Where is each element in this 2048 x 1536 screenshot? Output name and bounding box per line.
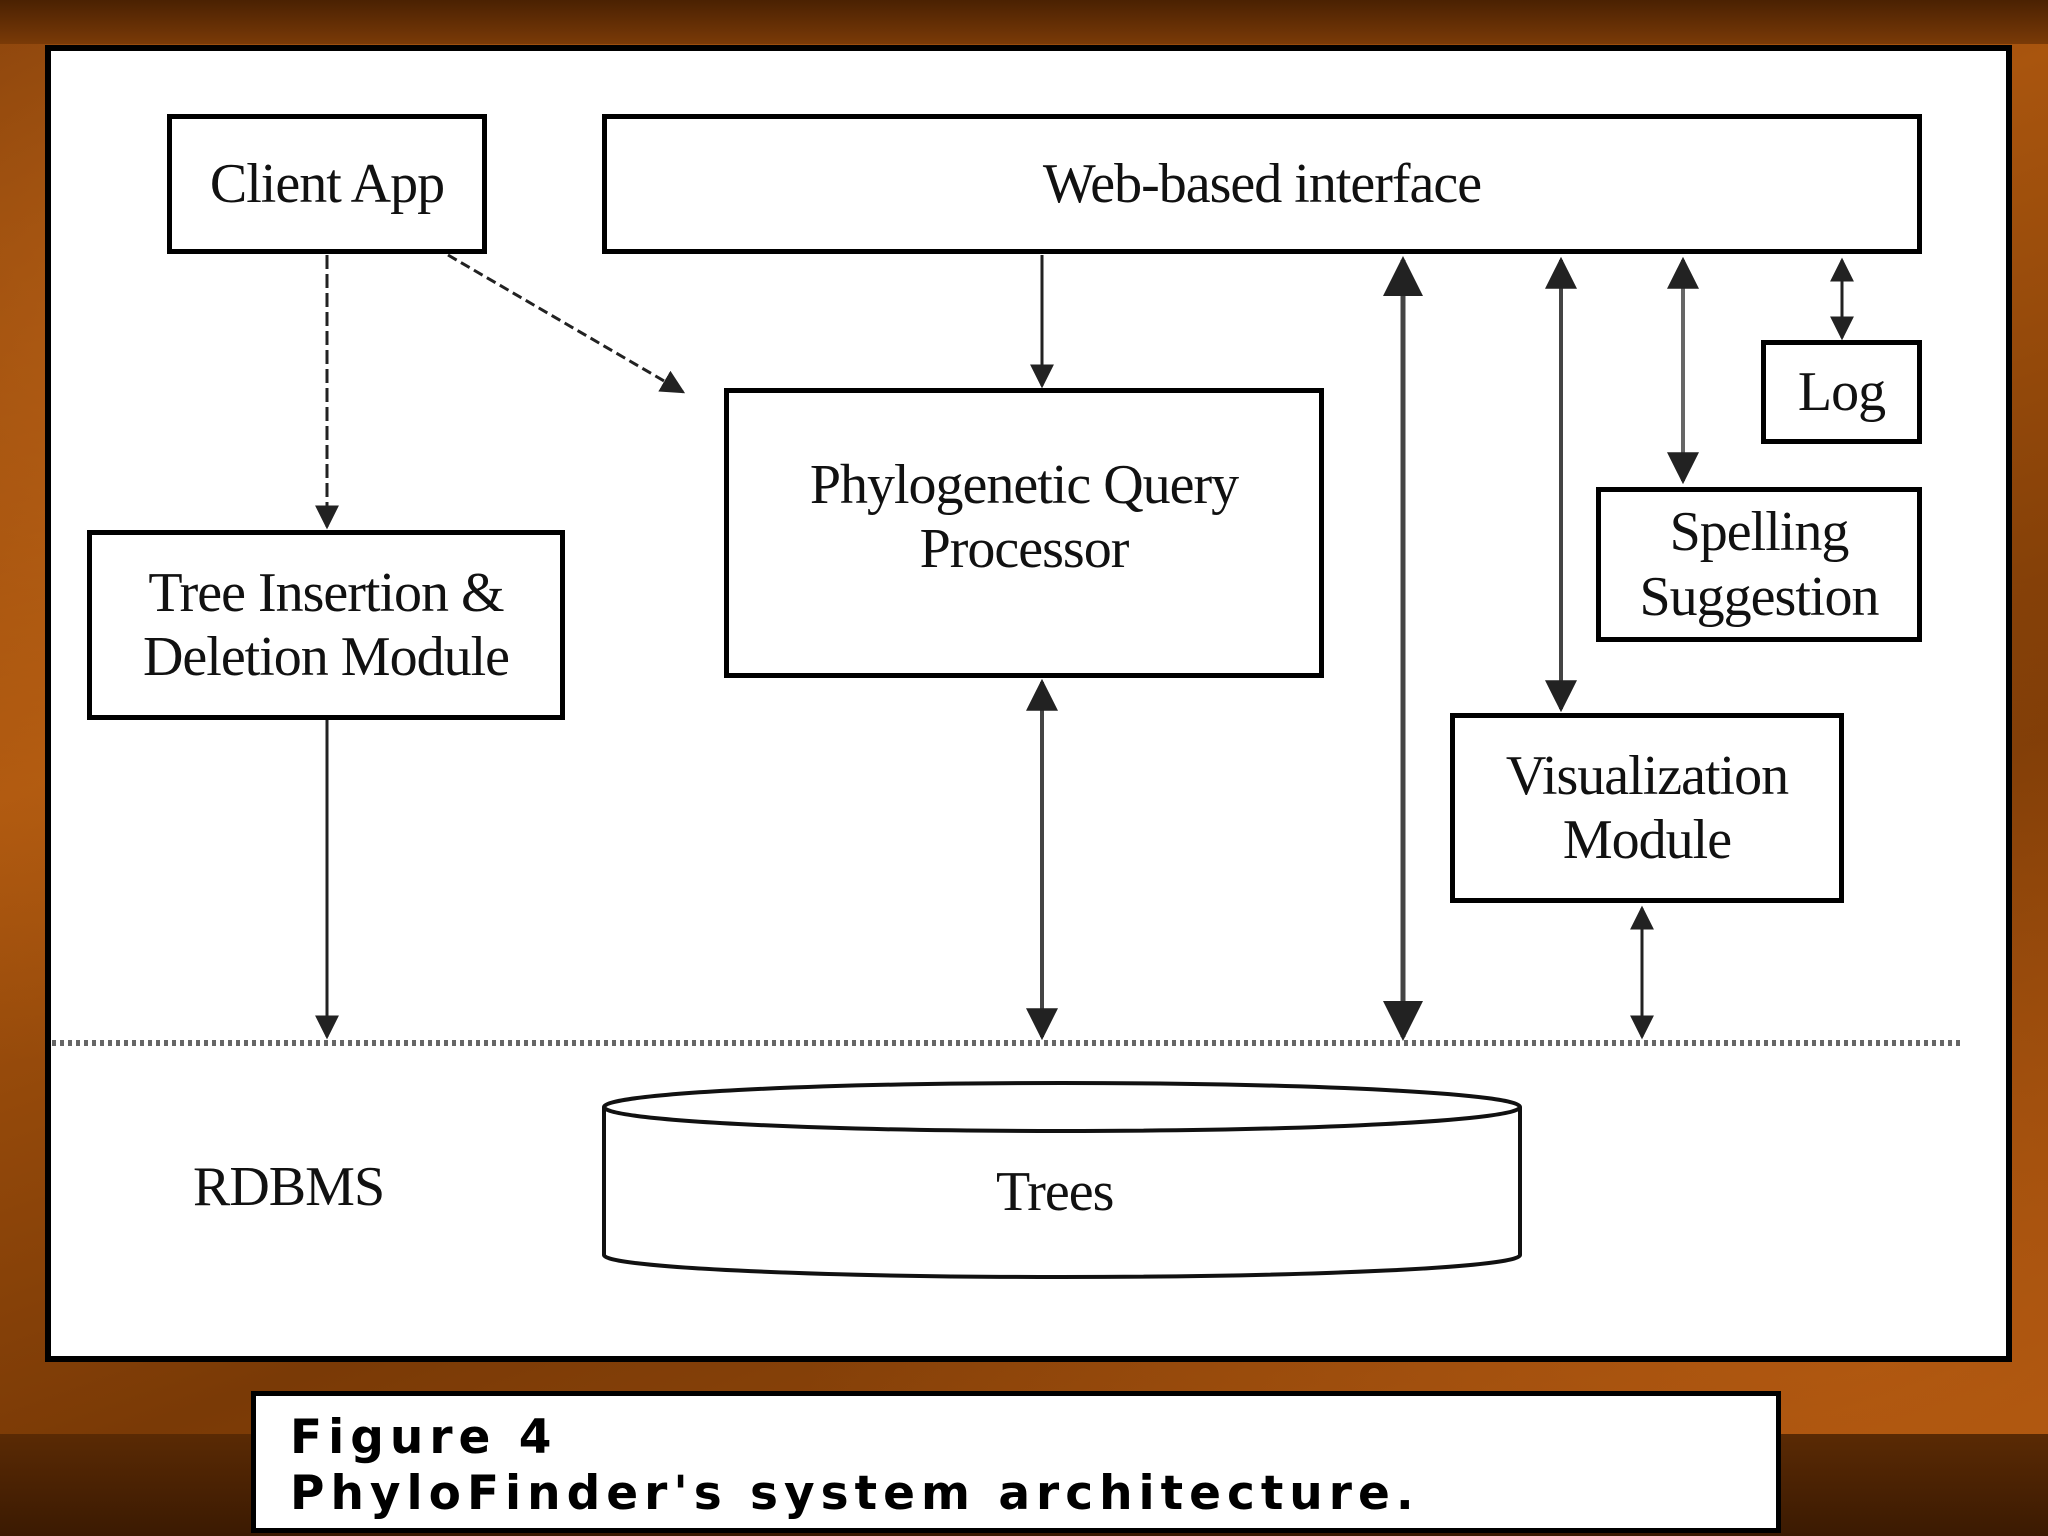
edge-client-to-query-processor	[447, 253, 686, 394]
figure-number: Figure 4	[290, 1410, 558, 1465]
figure-caption: Figure 4 PhyloFinder's system architectu…	[251, 1391, 1781, 1533]
client-app-box: Client App	[167, 114, 487, 254]
figure-title: PhyloFinder's system architecture.	[290, 1466, 1420, 1522]
spelling-suggestion-box: Spelling Suggestion	[1596, 487, 1922, 642]
spelling-suggestion-label: Spelling Suggestion	[1639, 501, 1880, 628]
trees-database-cylinder	[602, 1081, 1522, 1279]
rdbms-layer-label: RDBMS	[193, 1156, 385, 1218]
tree-module-box: Tree Insertion & Deletion Module	[87, 530, 565, 720]
visualization-module-box: Visualization Module	[1450, 713, 1844, 903]
visualization-module-label: Visualization Module	[1505, 744, 1789, 871]
web-interface-box: Web-based interface	[602, 114, 1922, 254]
log-box: Log	[1761, 340, 1922, 444]
tree-module-label: Tree Insertion & Deletion Module	[142, 561, 510, 688]
query-processor-box: Phylogenetic Query Processor	[724, 388, 1324, 678]
client-app-label: Client App	[209, 152, 445, 215]
slide-top-band	[0, 0, 2048, 44]
trees-label: Trees	[996, 1161, 1114, 1223]
web-interface-label: Web-based interface	[1042, 152, 1482, 215]
log-label: Log	[1797, 360, 1886, 423]
query-processor-label: Phylogenetic Query Processor	[809, 454, 1239, 581]
